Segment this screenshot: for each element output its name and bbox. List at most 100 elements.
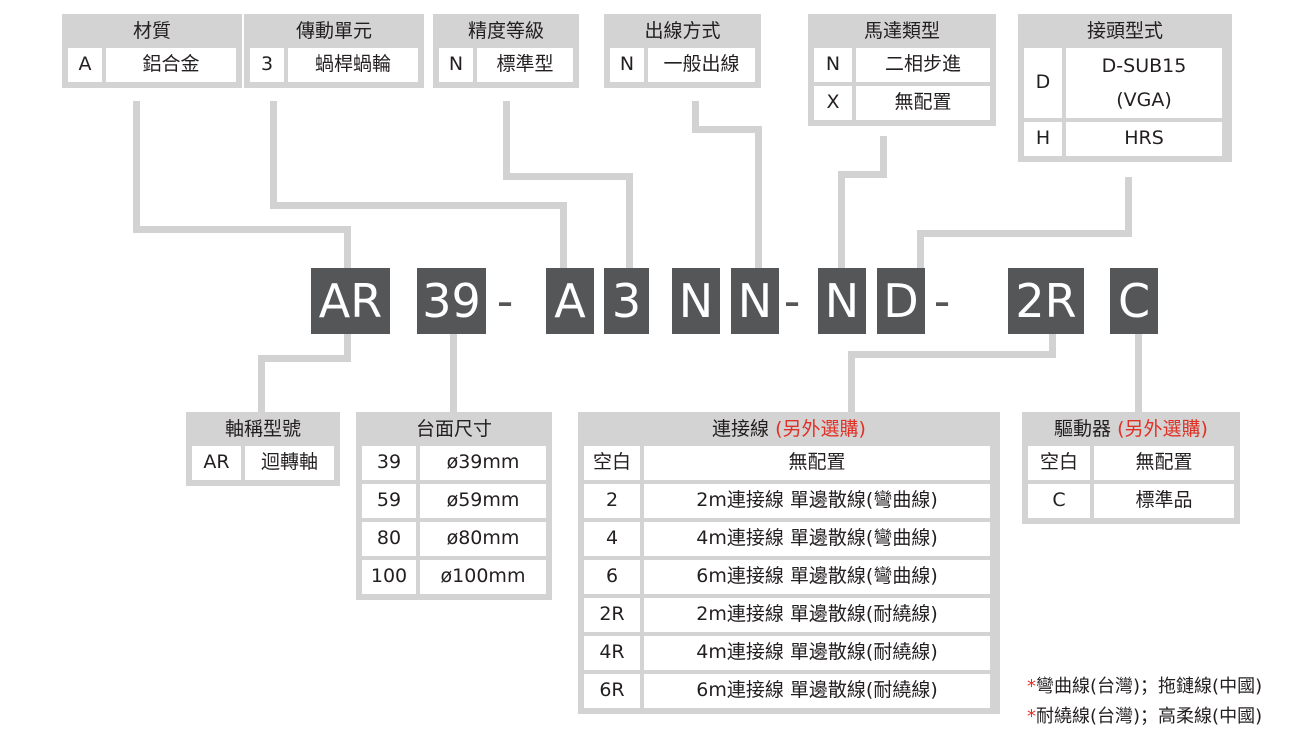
desc-line-1: D-SUB15 bbox=[1101, 55, 1187, 77]
code-cell: N bbox=[610, 48, 644, 82]
group-driver-title-option: (另外選購) bbox=[1117, 418, 1208, 440]
table-row: C 標準品 bbox=[1028, 484, 1234, 518]
pn-block-N3: N bbox=[818, 268, 866, 334]
code-cell: 空白 bbox=[584, 446, 640, 480]
desc-cell: 6m連接線 單邊散線(彎曲線) bbox=[644, 560, 990, 594]
desc-cell: 無配置 bbox=[856, 86, 990, 120]
group-axis-model-title: 軸稱型號 bbox=[224, 418, 301, 440]
group-cable: 連接線 (另外選購) 空白 無配置 2 2m連接線 單邊散線(彎曲線) 4 4m… bbox=[578, 412, 1000, 714]
connector-tablesize-v1 bbox=[450, 334, 457, 412]
connector-material-v1 bbox=[133, 101, 140, 226]
connector-ctype-v2 bbox=[917, 230, 924, 268]
table-row: 6 6m連接線 單邊散線(彎曲線) bbox=[584, 560, 994, 594]
connector-transmission-h1 bbox=[270, 202, 567, 209]
desc-line-2: (VGA) bbox=[1116, 89, 1172, 111]
desc-cell: ø39mm bbox=[420, 446, 546, 480]
pn-block-N2: N bbox=[731, 268, 779, 334]
table-row: AR 迴轉軸 bbox=[192, 446, 334, 480]
table-row: 空白 無配置 bbox=[584, 446, 994, 480]
code-cell: 3 bbox=[250, 48, 284, 82]
pn-block-AR: AR bbox=[311, 268, 390, 334]
footnote-2-text: 耐繞線(台灣)；高柔線(中國) bbox=[1036, 706, 1263, 727]
pn-block-A: A bbox=[546, 268, 594, 334]
footnote-1-star: * bbox=[1027, 676, 1036, 697]
desc-cell: 6m連接線 單邊散線(耐繞線) bbox=[644, 674, 990, 708]
pn-block-C: C bbox=[1110, 268, 1158, 334]
connector-cable-v2 bbox=[848, 351, 855, 412]
connector-motor-h1 bbox=[838, 171, 887, 178]
connector-cable-h1 bbox=[848, 351, 1056, 358]
desc-cell: 2m連接線 單邊散線(耐繞線) bbox=[644, 598, 990, 632]
connector-cable-v1 bbox=[1049, 334, 1056, 358]
code-cell: N bbox=[439, 48, 473, 82]
group-table-size-title: 台面尺寸 bbox=[415, 418, 492, 440]
desc-cell: 4m連接線 單邊散線(彎曲線) bbox=[644, 522, 990, 556]
desc-cell: 標準型 bbox=[477, 48, 573, 82]
group-cable-title-text: 連接線 bbox=[712, 418, 770, 440]
pn-dash-3: - bbox=[933, 274, 951, 328]
desc-cell: ø100mm bbox=[420, 560, 546, 594]
code-cell: H bbox=[1024, 122, 1062, 156]
connector-ctype-v1 bbox=[1125, 177, 1132, 237]
table-row: D D-SUB15 (VGA) bbox=[1024, 48, 1226, 118]
group-motor-type-title: 馬達類型 bbox=[863, 20, 940, 42]
table-row: N 一般出線 bbox=[610, 48, 755, 82]
pn-block-2R: 2R bbox=[1008, 268, 1084, 334]
code-cell: 2R bbox=[584, 598, 640, 632]
group-motor-type: 馬達類型 N 二相步進 X 無配置 bbox=[808, 14, 996, 126]
table-row: 59 ø59mm bbox=[362, 484, 546, 518]
desc-cell: 4m連接線 單邊散線(耐繞線) bbox=[644, 636, 990, 670]
connector-wireout-v2 bbox=[755, 126, 762, 268]
pn-dash-2: - bbox=[783, 274, 801, 328]
table-row: 2 2m連接線 單邊散線(彎曲線) bbox=[584, 484, 994, 518]
connector-accuracy-v2 bbox=[626, 173, 633, 268]
group-connector-type-title: 接頭型式 bbox=[1086, 20, 1163, 42]
table-row: 空白 無配置 bbox=[1028, 446, 1234, 480]
connector-transmission-v1 bbox=[270, 101, 277, 202]
group-transmission-title: 傳動單元 bbox=[295, 20, 372, 42]
pn-dash-1: - bbox=[496, 274, 514, 328]
desc-cell: 標準品 bbox=[1094, 484, 1234, 518]
code-cell: AR bbox=[192, 446, 241, 480]
group-transmission: 傳動單元 3 蝸桿蝸輪 bbox=[244, 14, 424, 88]
footnote-1: *彎曲線(台灣)；拖鏈線(中國) bbox=[1027, 672, 1262, 702]
code-cell: 6 bbox=[584, 560, 640, 594]
code-cell: 4R bbox=[584, 636, 640, 670]
connector-wireout-h1 bbox=[692, 126, 762, 133]
table-row: 2R 2m連接線 單邊散線(耐繞線) bbox=[584, 598, 994, 632]
connector-material-h1 bbox=[133, 226, 351, 233]
desc-cell: HRS bbox=[1066, 122, 1222, 156]
pn-block-3: 3 bbox=[604, 268, 649, 334]
table-row: N 標準型 bbox=[439, 48, 573, 82]
connector-accuracy-h1 bbox=[503, 173, 633, 180]
connector-accuracy-v1 bbox=[503, 101, 510, 173]
group-accuracy: 精度等級 N 標準型 bbox=[433, 14, 579, 88]
group-driver: 驅動器 (另外選購) 空白 無配置 C 標準品 bbox=[1022, 412, 1240, 524]
group-wireout-title: 出線方式 bbox=[644, 20, 721, 42]
connector-axis-v1 bbox=[344, 334, 351, 362]
connector-axis-v2 bbox=[258, 355, 265, 412]
connector-motor-v2 bbox=[838, 171, 845, 268]
pn-block-39: 39 bbox=[417, 268, 486, 334]
code-cell: N bbox=[814, 48, 852, 82]
connector-ctype-h1 bbox=[917, 230, 1132, 237]
table-row: 100 ø100mm bbox=[362, 560, 546, 594]
desc-cell: 二相步進 bbox=[856, 48, 990, 82]
group-connector-type: 接頭型式 D D-SUB15 (VGA) H HRS bbox=[1018, 14, 1232, 162]
code-cell: 80 bbox=[362, 522, 416, 556]
pn-block-D: D bbox=[877, 268, 925, 334]
desc-cell: 無配置 bbox=[644, 446, 990, 480]
code-cell: C bbox=[1028, 484, 1090, 518]
connector-material-v2 bbox=[344, 226, 351, 268]
table-row: 4R 4m連接線 單邊散線(耐繞線) bbox=[584, 636, 994, 670]
desc-cell: ø59mm bbox=[420, 484, 546, 518]
code-cell: 6R bbox=[584, 674, 640, 708]
group-accuracy-title: 精度等級 bbox=[467, 20, 544, 42]
table-row: A 鋁合金 bbox=[68, 48, 236, 82]
table-row: N 二相步進 bbox=[814, 48, 990, 82]
code-cell: X bbox=[814, 86, 852, 120]
code-cell: 59 bbox=[362, 484, 416, 518]
group-wireout: 出線方式 N 一般出線 bbox=[604, 14, 761, 88]
table-row: 6R 6m連接線 單邊散線(耐繞線) bbox=[584, 674, 994, 708]
